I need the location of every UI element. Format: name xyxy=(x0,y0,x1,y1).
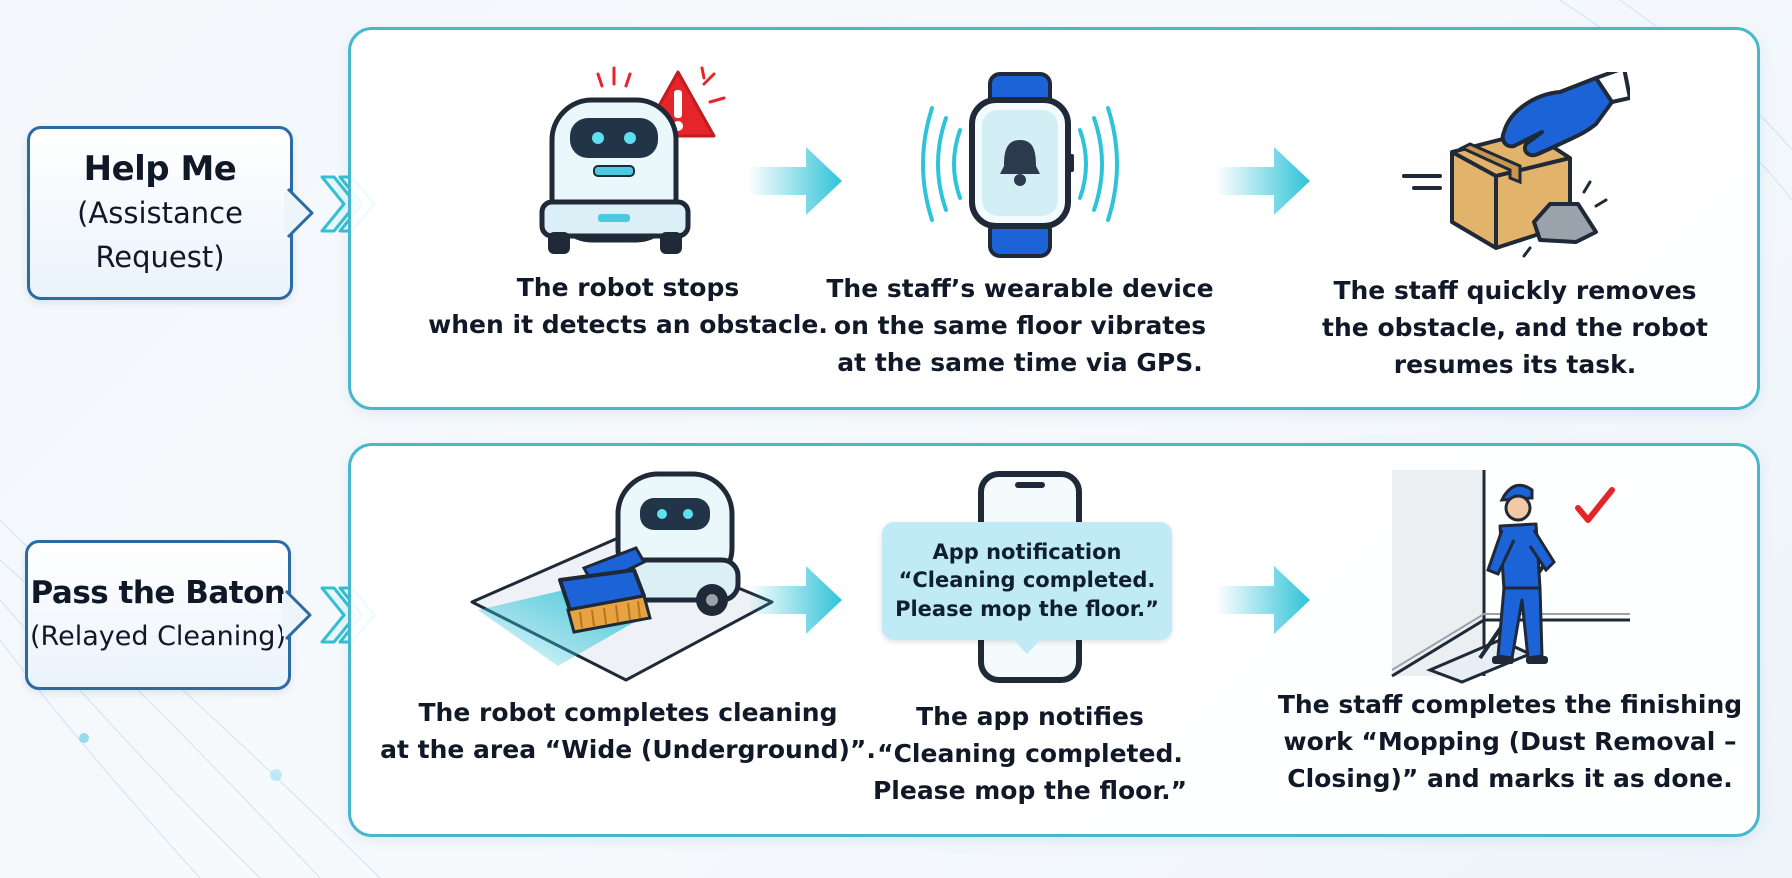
smartwatch-bell-icon xyxy=(921,72,1119,258)
staff-mopping-icon xyxy=(1391,470,1630,684)
callout-tail xyxy=(282,589,312,641)
step-caption: The robot stops when it detects an obsta… xyxy=(428,273,828,339)
notification-body: “Cleaning completed. Please mop the floo… xyxy=(895,568,1159,621)
flow-arrow-icon xyxy=(748,147,842,215)
callout-tail xyxy=(284,187,314,239)
flow-arrow-icon xyxy=(1216,147,1310,215)
step-robot-stops: The robot stops when it detects an obsta… xyxy=(388,62,868,343)
step-caption: The staff quickly removes the obstacle, … xyxy=(1322,276,1708,379)
step-robot-completes-cleaning: The robot completes cleaning at the area… xyxy=(358,470,898,768)
row-label-subtitle: (Assistance Request) xyxy=(77,196,243,274)
row-label-title: Pass the Baton xyxy=(30,575,286,611)
row-label-pass-the-baton: Pass the Baton (Relayed Cleaning) xyxy=(25,540,312,690)
row-label-help-me: Help Me (Assistance Request) xyxy=(27,126,314,300)
step-staff-removes-obstacle: The staff quickly removes the obstacle, … xyxy=(1300,72,1730,383)
step-caption: The robot completes cleaning at the area… xyxy=(380,698,876,764)
row-label-subtitle: (Relayed Cleaning) xyxy=(30,621,286,652)
notification-title: App notification xyxy=(932,540,1122,564)
flow-arrow-icon xyxy=(1216,566,1310,634)
robot-cleaning-icon xyxy=(470,471,774,682)
bubble-tail xyxy=(1012,638,1042,654)
step-staff-mopping: The staff completes the finishing work “… xyxy=(1270,470,1750,797)
step-wearable-vibrates: The staff’s wearable device on the same … xyxy=(820,70,1220,381)
app-notification-bubble: App notification “Cleaning completed. Pl… xyxy=(882,522,1172,654)
step-caption: The staff’s wearable device on the same … xyxy=(826,274,1214,377)
hand-remove-box-icon xyxy=(1402,72,1630,258)
row-label-title: Help Me xyxy=(83,149,237,189)
step-caption: The staff completes the finishing work “… xyxy=(1277,690,1743,793)
flow-arrow-icon xyxy=(748,566,842,634)
step-caption: The app notifies “Cleaning completed. Pl… xyxy=(872,702,1188,805)
robot-warning-icon xyxy=(539,66,726,254)
